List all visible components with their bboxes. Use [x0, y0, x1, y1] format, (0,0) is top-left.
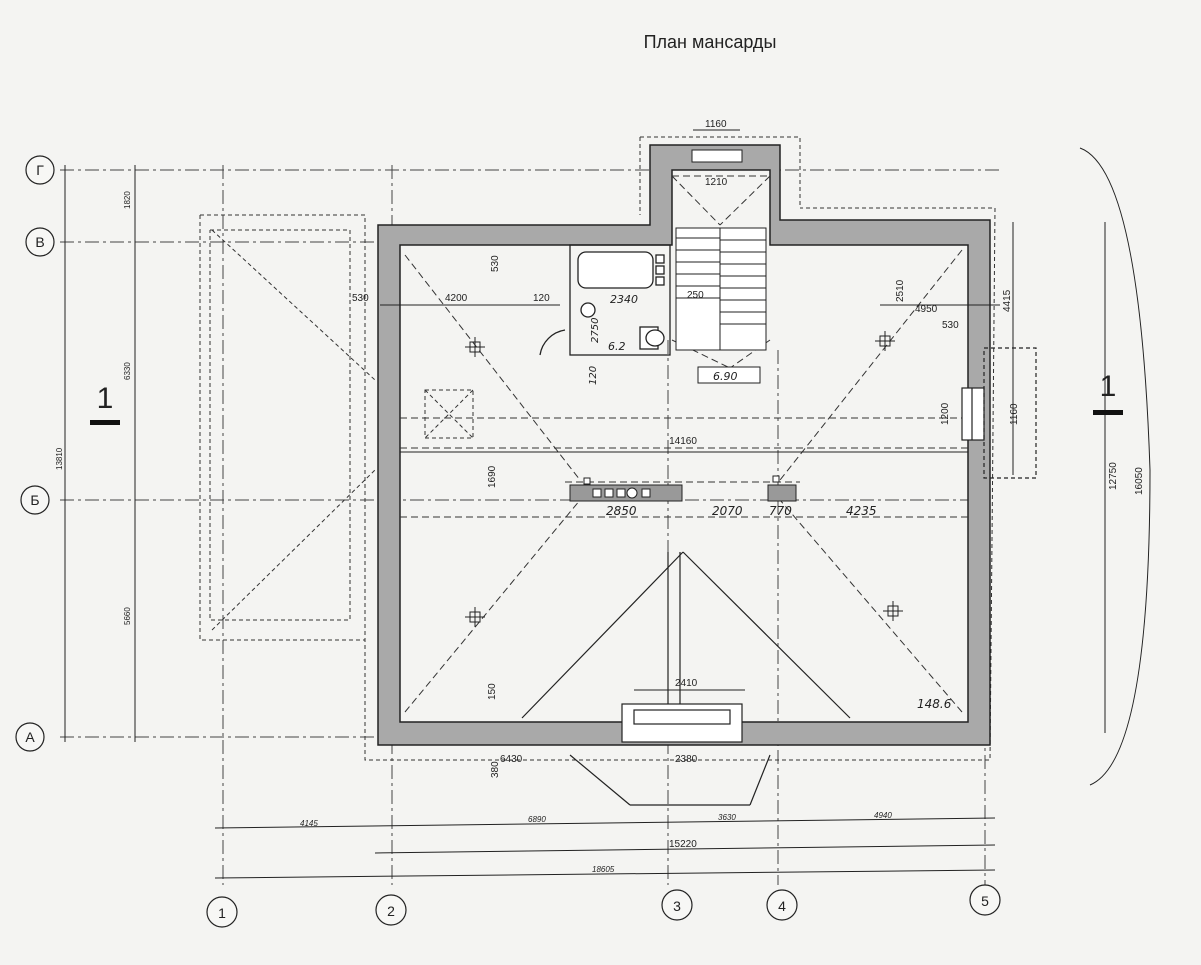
- dim-4200: 4200: [445, 293, 468, 304]
- roof-overhang: [199, 136, 996, 761]
- section-mark-right: 1: [1100, 370, 1117, 403]
- stairs: [675, 149, 767, 384]
- dim-14160: 14160: [669, 436, 697, 447]
- dim-2850: 2850: [606, 504, 637, 518]
- dim-120: 120: [533, 293, 550, 304]
- dim-top-1160: 1160: [705, 119, 727, 130]
- dim-left-1820: 1820: [123, 191, 132, 209]
- section-mark-left: 1: [97, 382, 114, 415]
- dim-150: 150: [487, 683, 498, 700]
- axis-bubble-v: [25, 227, 55, 257]
- dim-380: 380: [490, 761, 501, 778]
- bathtub-icon: [577, 251, 654, 289]
- axis-label-5: 5: [981, 893, 989, 909]
- markers: [465, 331, 903, 627]
- dim-770: 770: [769, 504, 792, 518]
- section-marks: 1 1: [90, 370, 1123, 425]
- dim-right-12750: 12750: [1108, 462, 1119, 490]
- axis-bubbles: [15, 155, 1001, 928]
- dim-left-5660: 5660: [123, 607, 132, 625]
- dim-left-6330: 6330: [123, 362, 132, 380]
- dim-2750: 2750: [590, 318, 601, 343]
- dim-530-v: 530: [490, 255, 501, 272]
- dim-4235: 4235: [846, 504, 877, 518]
- dim-120-v: 120: [588, 366, 599, 385]
- plan-title: План мансарды: [643, 32, 777, 52]
- dim-bot-4145: 4145: [300, 819, 318, 828]
- axis-bubble-5: [969, 884, 1001, 916]
- dimension-texts: 1160 1210 530 4200 120 530 2340 250 2750…: [55, 119, 1145, 874]
- axis-bubble-g: [25, 155, 55, 185]
- dim-4950: 4950: [915, 304, 938, 315]
- sink-icon: [580, 302, 596, 318]
- dim-2070: 2070: [712, 504, 743, 518]
- axis-label-v: В: [35, 234, 44, 250]
- dim-bot-18605: 18605: [592, 865, 615, 874]
- axis-label-b: Б: [30, 492, 39, 508]
- axis-bubble-a: [15, 722, 45, 752]
- ridge-lines: [400, 175, 968, 713]
- dim-4415: 4415: [1002, 289, 1013, 312]
- chimney-block: [569, 475, 797, 502]
- dim-690: 6.90: [713, 370, 738, 383]
- axis-bubble-labels: Г В Б А 1 2 3 4 5: [25, 162, 989, 921]
- axis-bubble-4: [766, 889, 798, 921]
- axis-label-4: 4: [778, 898, 786, 914]
- dim-1690: 1690: [487, 465, 498, 488]
- dim-530-right: 530: [942, 320, 959, 331]
- dim-bot-3630: 3630: [718, 813, 736, 822]
- axis-label-2: 2: [387, 903, 395, 919]
- axis-label-3: 3: [673, 898, 681, 914]
- dim-right-16050: 16050: [1134, 467, 1145, 495]
- walls: [377, 144, 991, 746]
- dim-bot-4940: 4940: [874, 811, 892, 820]
- dim-1160-right: 1160: [1009, 403, 1020, 425]
- dim-bot-6890: 6890: [528, 815, 546, 824]
- dim-left-13810: 13810: [55, 447, 64, 470]
- dormer-windows: [621, 347, 1037, 743]
- dim-2410: 2410: [675, 678, 698, 689]
- dim-2510: 2510: [895, 279, 906, 302]
- dimension-lines: [64, 129, 1151, 879]
- dim-2340: 2340: [610, 293, 638, 306]
- dim-1200: 1200: [940, 402, 951, 425]
- skylight: [424, 389, 474, 439]
- axis-bubble-b: [20, 485, 50, 515]
- axis-label-g: Г: [36, 162, 44, 178]
- axis-bubble-2: [375, 894, 407, 926]
- roof-solid-lines: [521, 551, 851, 806]
- axis-label-a: А: [25, 729, 35, 745]
- dim-148-6: 148.6: [917, 697, 952, 711]
- axis-bubble-1: [206, 896, 238, 928]
- dim-2380: 2380: [675, 754, 698, 765]
- axis-bubble-3: [661, 889, 693, 921]
- dim-250: 250: [687, 290, 704, 301]
- bathroom: [539, 244, 671, 356]
- dim-530-left: 530: [352, 293, 369, 304]
- axis-lines: [60, 165, 1000, 885]
- dim-bot-15220: 15220: [669, 839, 697, 850]
- dim-62: 6.2: [608, 340, 626, 353]
- axis-label-1: 1: [218, 905, 226, 921]
- dim-6430: 6430: [500, 754, 523, 765]
- dim-top-1210: 1210: [705, 177, 728, 188]
